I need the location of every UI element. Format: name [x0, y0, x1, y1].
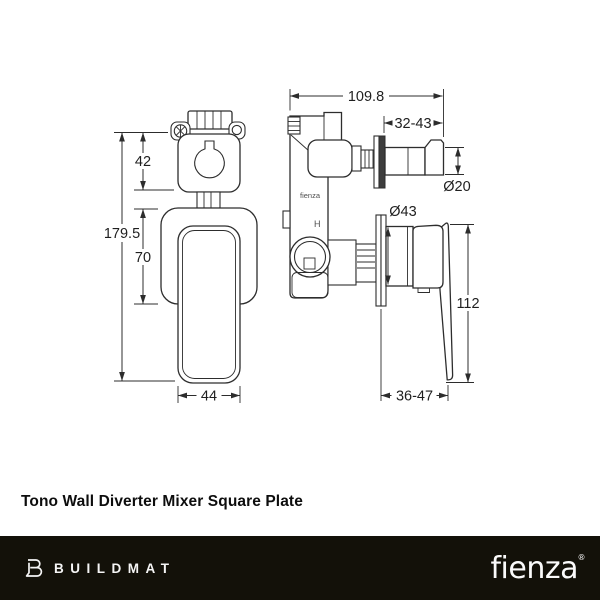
product-title: Tono Wall Diverter Mixer Square Plate	[21, 493, 303, 510]
technical-drawing: 42 179.5 70 44	[101, 88, 483, 405]
hot-marker-label: H	[314, 219, 321, 229]
svg-text:Ø43: Ø43	[389, 204, 416, 220]
svg-text:44: 44	[201, 389, 217, 405]
body-brand-label: fienza	[300, 191, 321, 200]
buildmat-logo: BUILDMAT	[22, 556, 175, 580]
dim-handle-width: 44	[177, 386, 241, 405]
svg-text:179.5: 179.5	[104, 226, 140, 242]
plate-edge	[375, 214, 387, 307]
handle-hub	[412, 224, 444, 289]
fienza-wordmark: fienza®	[490, 550, 586, 586]
mounting-block	[187, 110, 233, 130]
mixer-handle	[177, 225, 241, 384]
svg-text:70: 70	[135, 250, 151, 266]
svg-text:112: 112	[456, 296, 479, 312]
dim-escutcheon-height: 42	[132, 132, 154, 190]
svg-text:109.8: 109.8	[348, 89, 384, 105]
side-dimensions: 109.8 32-43 Ø20 Ø43	[289, 88, 483, 405]
front-dimensions: 42 179.5 70 44	[101, 132, 241, 405]
dim-body-diameter: Ø43	[385, 204, 417, 285]
footer-bar: BUILDMAT fienza®	[0, 536, 600, 600]
stem	[196, 191, 221, 209]
registered-mark: ®	[577, 552, 586, 562]
dim-overall-depth: 109.8	[290, 88, 443, 105]
handle-barrel	[385, 225, 414, 287]
dim-plate-height: 70	[131, 209, 155, 304]
diverter-escutcheon	[177, 133, 241, 193]
spout-outlet	[373, 135, 445, 189]
svg-text:42: 42	[135, 154, 151, 170]
dim-overall-height: 179.5	[101, 132, 143, 381]
diverter-cartridge	[307, 139, 385, 178]
dim-adjustable-depth: 32-43	[384, 115, 443, 132]
dim-handle-length: 112	[446, 224, 483, 383]
buildmat-icon	[25, 559, 43, 577]
dim-spout-diameter: Ø20	[443, 147, 471, 195]
front-view	[160, 110, 258, 384]
side-tab	[282, 210, 291, 229]
outlet-port	[289, 236, 331, 278]
side-view: fienza H	[282, 111, 454, 381]
inlet-ribs	[287, 116, 301, 135]
keyhole-icon	[194, 140, 225, 179]
svg-text:Ø20: Ø20	[443, 179, 470, 195]
buildmat-wordmark: BUILDMAT	[54, 560, 176, 576]
dim-plate-projection: 36-47	[380, 309, 449, 405]
svg-text:32-43: 32-43	[394, 116, 431, 132]
svg-text:36-47: 36-47	[396, 389, 433, 405]
